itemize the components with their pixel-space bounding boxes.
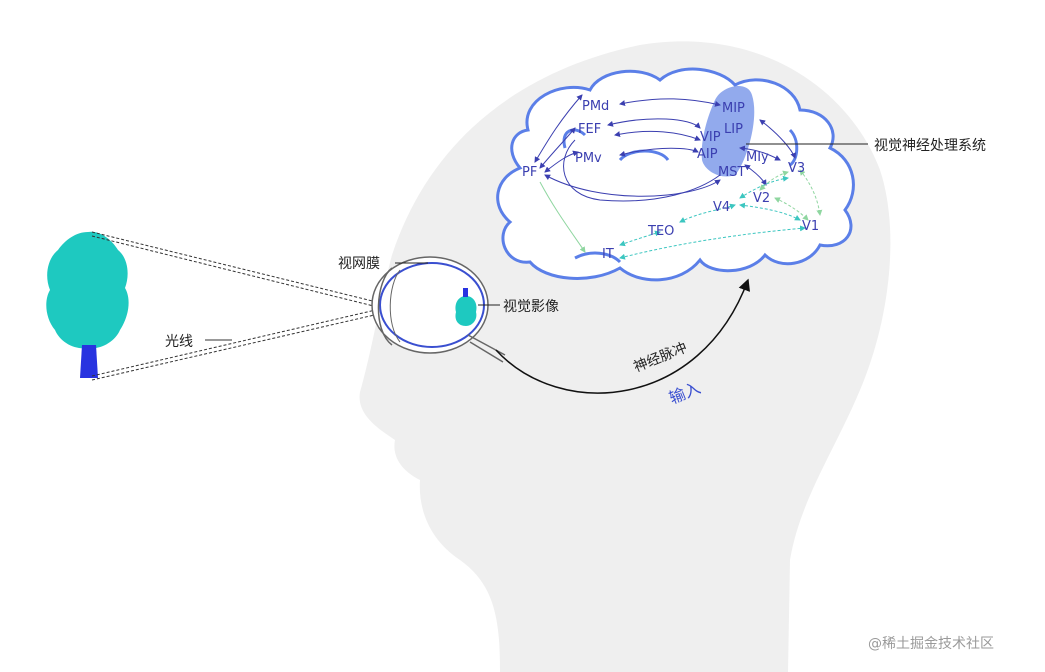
ventral-arrows <box>619 169 823 260</box>
eyeball <box>371 256 506 363</box>
region-v2: V2 <box>753 191 770 206</box>
pf-it-arrow <box>539 181 586 253</box>
visual-system-label: 视觉神经处理系统 <box>874 138 986 154</box>
region-teo: TEO <box>647 224 674 239</box>
region-aip: AIP <box>697 147 718 162</box>
region-v4: V4 <box>713 200 730 215</box>
light-rays-label: 光线 <box>165 334 193 350</box>
pf-long-loop <box>563 139 721 202</box>
nerve-impulse-arrow <box>495 278 750 394</box>
region-it: IT <box>602 247 614 262</box>
region-mip: MIP <box>722 101 745 116</box>
dorsal-arrows <box>534 94 797 197</box>
region-mst: MST <box>718 165 745 180</box>
retina-label: 视网膜 <box>338 256 380 272</box>
region-v1: V1 <box>802 219 819 234</box>
tree-trunk <box>80 345 98 378</box>
region-pmv: PMv <box>575 151 602 166</box>
visual-image-label: 视觉影像 <box>503 299 559 315</box>
region-v3: V3 <box>788 161 805 176</box>
brain-fold-4 <box>574 251 622 264</box>
retina-image <box>455 296 477 326</box>
region-lip: LIP <box>724 122 743 137</box>
region-pmd: PMd <box>582 99 609 114</box>
watermark: @稀土掘金技术社区 <box>868 636 994 652</box>
region-fef: FEF <box>578 122 601 137</box>
region-vip: VIP <box>700 130 721 145</box>
retina-image-trunk <box>463 288 468 297</box>
tree-crown <box>46 231 129 349</box>
region-pf: PF <box>522 165 537 180</box>
region-miy: MIy <box>746 150 769 165</box>
